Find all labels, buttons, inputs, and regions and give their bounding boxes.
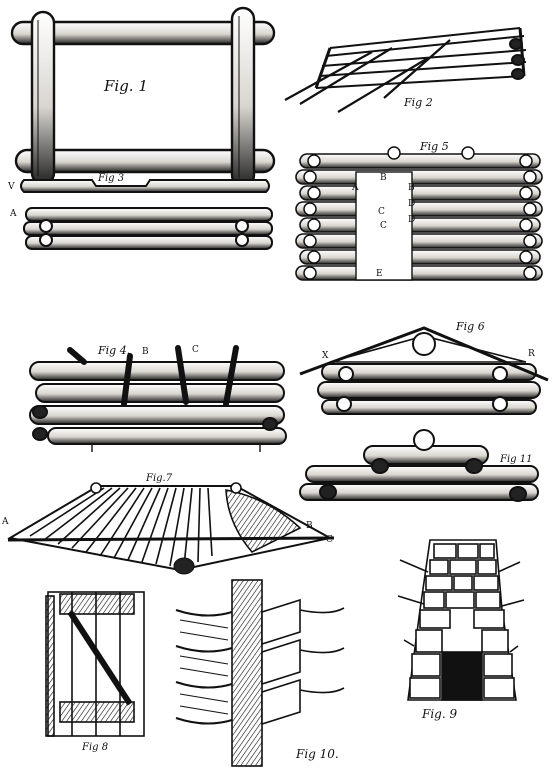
fig11-caption: Fig 11 — [499, 454, 532, 465]
fig1-caption: Fig. 1 — [103, 77, 148, 95]
fig5-label-b2: B — [408, 183, 415, 193]
fig5-wall — [295, 153, 543, 281]
fig5-door-opening — [355, 171, 413, 281]
fig1-frame — [10, 6, 276, 188]
fig9-caption: Fig. 9 — [421, 707, 457, 721]
fig5-label-b1: B — [380, 173, 387, 183]
fig1-bottom-log — [14, 148, 276, 174]
fig5-label-a: A — [351, 183, 359, 193]
fig6-label-x: X — [322, 351, 329, 361]
fig9-chimney — [397, 539, 525, 701]
fig5-log-ends — [303, 146, 537, 280]
fig8-caption: Fig 8 — [81, 742, 108, 753]
fig7-caption: Fig.7 — [145, 473, 173, 484]
fig4-label-c: C — [192, 345, 199, 355]
fig3-label-a: A — [9, 209, 17, 219]
fig3-logs — [20, 179, 273, 250]
fig2-caption: Fig 2 — [403, 96, 433, 109]
fig3-label-top: V — [7, 182, 15, 192]
fig7-label-c: C — [326, 535, 333, 545]
fig9-fireplace-opening — [441, 651, 483, 701]
fig8-door — [45, 591, 145, 737]
fig10-corner — [175, 579, 345, 767]
fig1-right-log — [230, 6, 256, 188]
fig6-caption: Fig 6 — [455, 320, 485, 333]
fig5-label-d2: D — [408, 215, 415, 225]
fig4-caption: Fig 4. — [97, 344, 130, 357]
fig5-label-d1: D — [408, 199, 415, 209]
fig6-gable — [299, 326, 549, 415]
fig5-label-c2: C — [380, 221, 387, 231]
fig11-ridge — [299, 429, 539, 502]
fig5-label-c1: C — [378, 207, 385, 217]
fig3-notched-log — [20, 179, 270, 193]
fig7-roof — [7, 482, 335, 575]
fig2-stack — [284, 27, 527, 113]
fig5-caption: Fig 5 — [419, 140, 449, 153]
fig5-label-e: E — [376, 269, 383, 279]
fig6-label-r: R — [528, 349, 535, 359]
fig7-label-a: A — [1, 517, 9, 527]
fig7-label-b: B — [306, 521, 313, 531]
fig10-caption: Fig 10. — [295, 747, 339, 761]
fig3-caption: Fig 3 — [97, 173, 124, 184]
fig4-label-b: B — [142, 347, 149, 357]
fig1-left-log — [30, 10, 56, 186]
fig1-top-log — [10, 20, 276, 46]
fig4-crib — [29, 345, 287, 452]
